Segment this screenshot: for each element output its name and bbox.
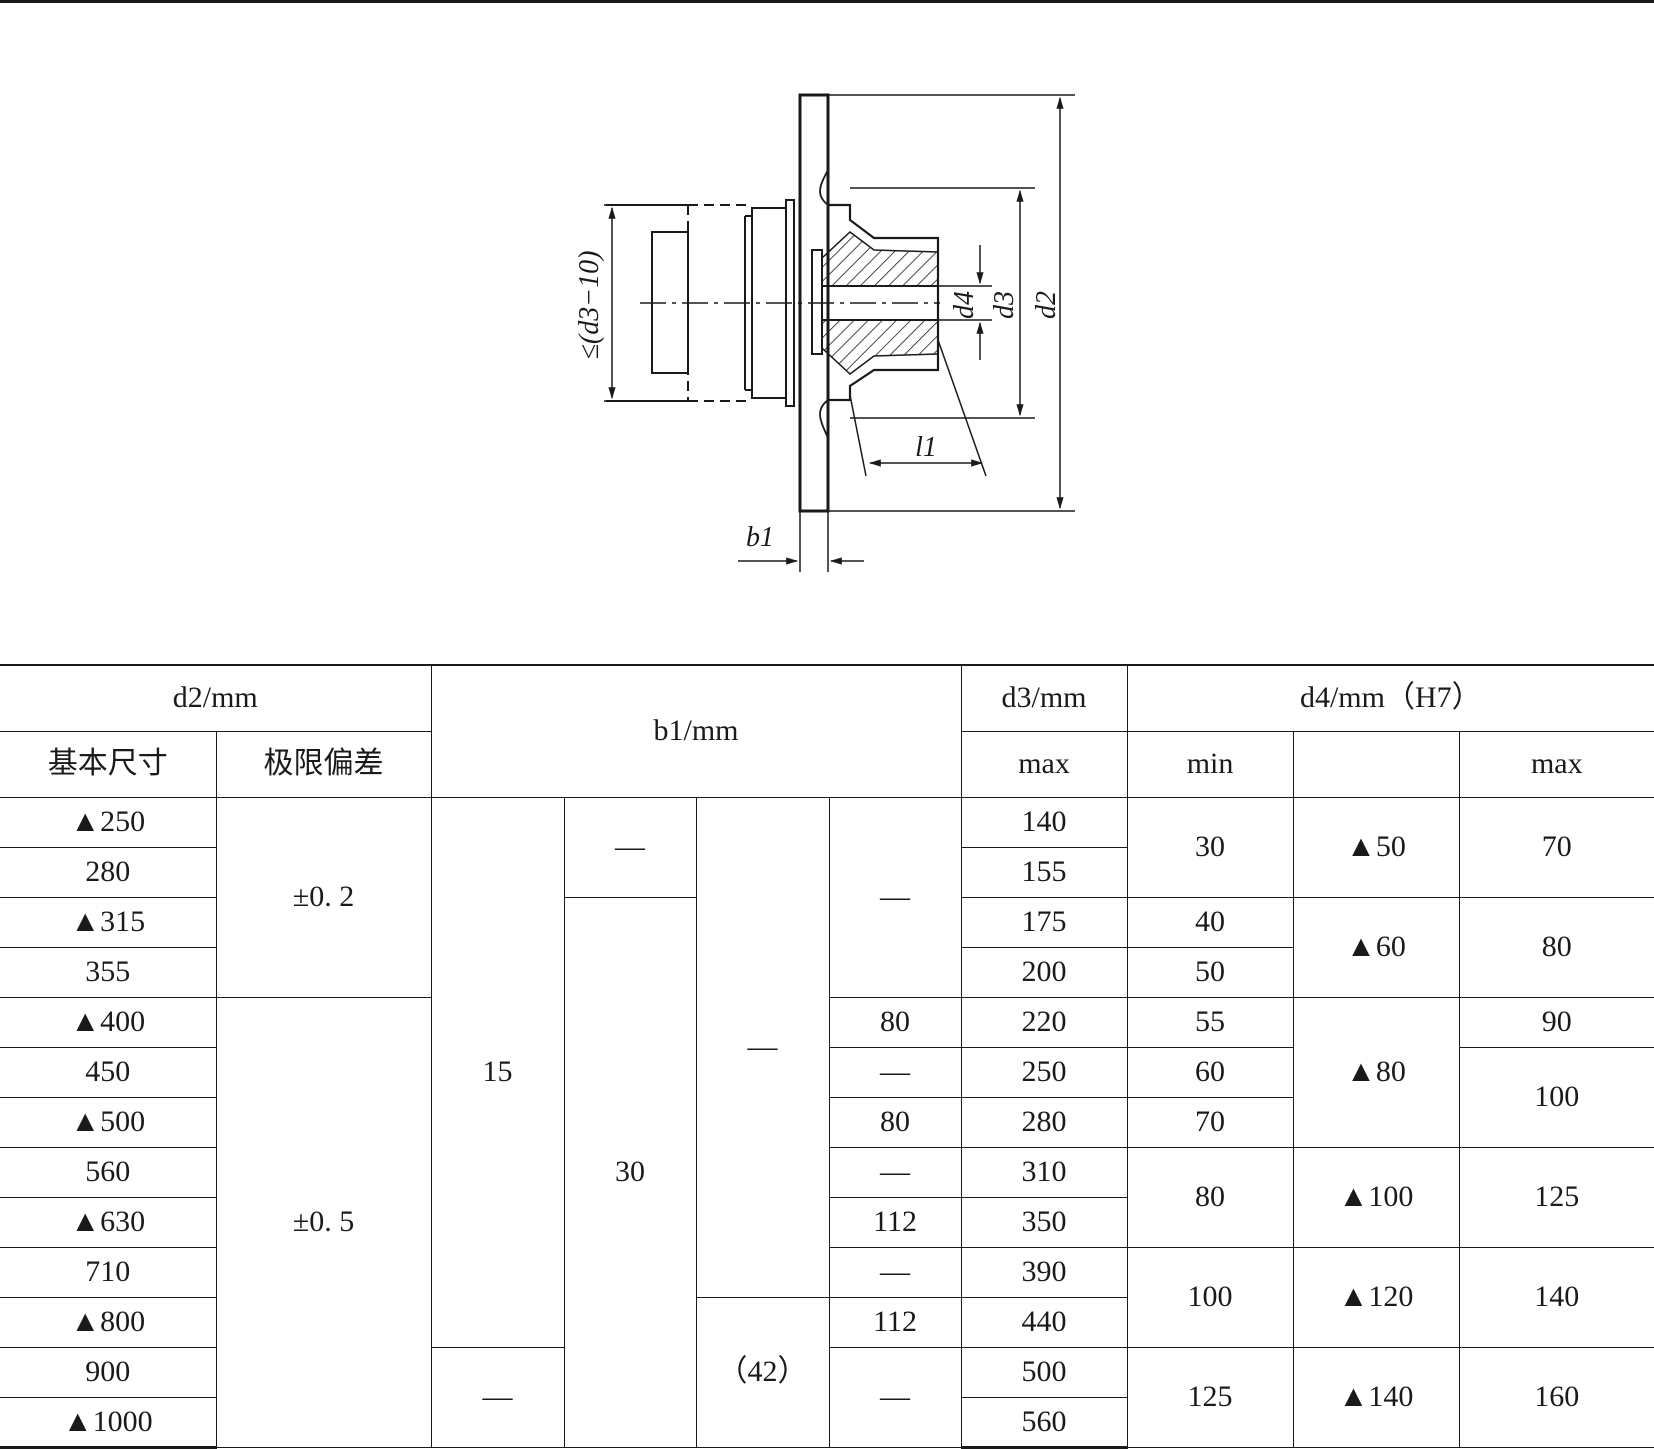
- d3-cell: 310: [960, 1146, 1128, 1198]
- d4-mid-cell: ▲80: [1292, 996, 1460, 1148]
- b1-col2-cell: —: [563, 796, 697, 898]
- tolerance-cell: ±0. 2: [215, 796, 432, 998]
- b1-col4-cell: —: [828, 796, 962, 998]
- d2-cell: ▲630: [0, 1196, 217, 1248]
- d2-cell: 355: [0, 946, 217, 998]
- d2-cell: ▲250: [0, 796, 217, 848]
- d4-max-cell: 70: [1458, 796, 1654, 898]
- d3-cell: 155: [960, 846, 1128, 898]
- b1-col1-cell: —: [430, 1346, 565, 1448]
- top-rule: [0, 0, 1654, 3]
- d3-cell: 390: [960, 1246, 1128, 1298]
- d4-mid-cell: ▲60: [1292, 896, 1460, 998]
- b1-label: b1: [746, 522, 774, 553]
- d2-label: d2: [1031, 291, 1062, 319]
- b1-col3-cell: （42）: [695, 1296, 830, 1448]
- b1-col4-cell: —: [828, 1346, 962, 1448]
- d4-max-cell: 140: [1458, 1246, 1654, 1348]
- d4-header: d4/mm（H7）: [1126, 664, 1654, 732]
- d3-cell: 250: [960, 1046, 1128, 1098]
- d3-cell: 440: [960, 1296, 1128, 1348]
- d2-tolerance-header: 极限偏差: [215, 730, 432, 798]
- b1-col4-cell: 80: [828, 996, 962, 1048]
- d4-min-header: min: [1126, 730, 1294, 798]
- d4-mid-cell: ▲120: [1292, 1246, 1460, 1348]
- b1-col4-cell: —: [828, 1046, 962, 1098]
- bore-limit-label: ≤(d3−10): [574, 251, 605, 360]
- d4-mid-cell: ▲140: [1292, 1346, 1460, 1448]
- d4-max-cell: 125: [1458, 1146, 1654, 1248]
- d2-cell: ▲1000: [0, 1396, 217, 1449]
- d2-cell: 710: [0, 1246, 217, 1298]
- d2-cell: 280: [0, 846, 217, 898]
- d2-header: d2/mm: [0, 664, 432, 732]
- d4-mid-cell: ▲50: [1292, 796, 1460, 898]
- tolerance-cell: ±0. 5: [215, 996, 432, 1448]
- d4-min-cell: 100: [1126, 1246, 1294, 1348]
- d4-min-cell: 125: [1126, 1346, 1294, 1448]
- d3-cell: 280: [960, 1096, 1128, 1148]
- b1-col4-cell: 80: [828, 1096, 962, 1148]
- b1-col2-cell: 30: [563, 896, 697, 1448]
- d2-cell: ▲315: [0, 896, 217, 948]
- d3-cell: 350: [960, 1196, 1128, 1248]
- b1-col4-cell: —: [828, 1146, 962, 1198]
- d4-mid-cell: ▲100: [1292, 1146, 1460, 1248]
- d4-max-cell: 100: [1458, 1046, 1654, 1148]
- l1-label: l1: [915, 432, 937, 463]
- d4-label: d4: [949, 291, 980, 319]
- b1-col4-cell: 112: [828, 1296, 962, 1348]
- d3-max-header: max: [960, 730, 1128, 798]
- d2-cell: ▲500: [0, 1096, 217, 1148]
- b1-col1-cell: 15: [430, 796, 565, 1348]
- b1-col3-cell: —: [695, 796, 830, 1298]
- d3-cell: 140: [960, 796, 1128, 848]
- d4-mid-header: [1292, 730, 1460, 798]
- d4-max-cell: 90: [1458, 996, 1654, 1048]
- b1-col4-cell: —: [828, 1246, 962, 1298]
- d2-cell: ▲400: [0, 996, 217, 1048]
- d3-cell: 200: [960, 946, 1128, 998]
- d2-basic-header: 基本尺寸: [0, 730, 217, 798]
- b1-header: b1/mm: [430, 664, 962, 798]
- d4-max-cell: 80: [1458, 896, 1654, 998]
- d2-cell: 450: [0, 1046, 217, 1098]
- d4-min-cell: 70: [1126, 1096, 1294, 1148]
- d4-max-header: max: [1458, 730, 1654, 798]
- d4-min-cell: 50: [1126, 946, 1294, 998]
- d4-min-cell: 40: [1126, 896, 1294, 948]
- b1-col4-cell: 112: [828, 1196, 962, 1248]
- d3-header: d3/mm: [960, 664, 1128, 732]
- d3-label: d3: [989, 291, 1020, 319]
- d2-cell: 900: [0, 1346, 217, 1398]
- d4-min-cell: 60: [1126, 1046, 1294, 1098]
- d3-cell: 500: [960, 1346, 1128, 1398]
- d2-cell: ▲800: [0, 1296, 217, 1348]
- d3-cell: 560: [960, 1396, 1128, 1449]
- flange-drawing: d2 d3 d4 ≤(d3−10) l1 b1: [574, 93, 1075, 572]
- d4-max-cell: 160: [1458, 1346, 1654, 1448]
- d4-min-cell: 80: [1126, 1146, 1294, 1248]
- flange-dimension-table: d2/mm b1/mm d3/mm d4/mm（H7） 基本尺寸 极限偏差 ma…: [0, 664, 1654, 1449]
- d3-cell: 175: [960, 896, 1128, 948]
- d3-cell: 220: [960, 996, 1128, 1048]
- d4-min-cell: 30: [1126, 796, 1294, 898]
- d4-min-cell: 55: [1126, 996, 1294, 1048]
- d2-cell: 560: [0, 1146, 217, 1198]
